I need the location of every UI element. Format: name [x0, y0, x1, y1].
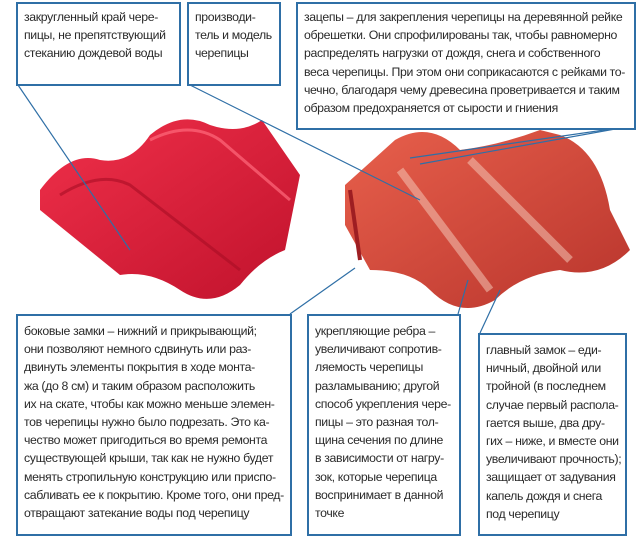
callout-line: существующей крыши, так как не нужно буд… — [24, 451, 274, 466]
callout-line: пицы, не препятствующий — [24, 28, 166, 43]
callout-line: гих – ниже, и вместе они — [486, 434, 619, 449]
callout-line: стеканию дождевой воды — [24, 46, 163, 61]
callout-line: разламыванию; другой — [315, 378, 440, 393]
callout-line: сабливать ее к покрытию. Кроме того, они… — [24, 487, 284, 502]
callout-line: двинуть элементы покрытия в ходе монта- — [24, 360, 255, 375]
callout-line: веса черепицы. При этом они соприкасаютс… — [304, 64, 626, 79]
callout-line: их на скате, чтобы как можно меньше элем… — [24, 396, 275, 411]
callout-line: пицы – это разная тол- — [315, 415, 439, 430]
callout-line: жа (до 8 см) и таким образом расположить — [24, 378, 255, 393]
callout-line: воспринимает в данной — [315, 487, 444, 502]
callout-line: капель дождя и снега — [486, 488, 603, 503]
callout-line: образом предохраняется от сырости и гние… — [304, 101, 558, 116]
callout-line: увеличивают прочность); — [486, 452, 622, 467]
leader-lines — [17, 84, 633, 334]
callout-line: чечно, благодаря чему древесина проветри… — [304, 82, 620, 97]
callout-line: обрешетки. Они спрофилированы так, чтобы… — [304, 28, 618, 43]
callout-line: закругленный край чере- — [24, 10, 158, 24]
callout-line: точке — [315, 506, 345, 521]
callout-line: ляемость черепицы — [315, 360, 423, 375]
callout-line: менять стропильную конструкцию или присп… — [24, 469, 276, 484]
callout-line: зацепы – для закрепления черепицы на дер… — [304, 10, 623, 24]
callout-line: они позволяют немного сдвинуть или раз- — [24, 342, 251, 357]
callout-line: случае первый распола- — [486, 397, 619, 412]
callout-side-locks: боковые замки – нижний и прикрывающий; о… — [16, 314, 292, 536]
callout-line: отвращают затекание воды под черепицу — [24, 506, 250, 521]
callout-line: способ укрепления чере- — [315, 396, 451, 411]
callout-line: черепицы — [195, 46, 249, 61]
callout-hooks: зацепы – для закрепления черепицы на дер… — [296, 2, 636, 130]
callout-line: в зависимости от нагру- — [315, 451, 444, 466]
tile-top-view — [40, 119, 300, 299]
callout-line: увеличивают сопротив- — [315, 342, 442, 357]
tile-bottom-view — [345, 130, 630, 308]
callout-line: чество может пригодиться во время ремонт… — [24, 433, 268, 448]
callout-line: тов черепицы нужно было подрезать. Это к… — [24, 415, 270, 430]
callout-line: производи- — [195, 10, 256, 24]
callout-line: тель и модель — [195, 28, 272, 43]
callout-line: защищает от задувания — [486, 470, 616, 485]
callout-rounded-edge: закругленный край чере- пицы, не препятс… — [16, 2, 181, 86]
callout-line: ничный, двойной или — [486, 361, 601, 376]
callout-main-lock: главный замок – еди- ничный, двойной или… — [478, 333, 627, 536]
callout-line: укрепляющие ребра – — [315, 324, 436, 338]
callout-line: зок, которые черепица — [315, 469, 437, 484]
callout-line: тройной (в последнем — [486, 379, 606, 394]
callout-line: под черепицу — [486, 506, 560, 521]
callout-line: боковые замки – нижний и прикрывающий; — [24, 324, 257, 338]
callout-line: распределять нагрузки от дождя, снега и … — [304, 46, 601, 61]
callout-ribs: укрепляющие ребра – увеличивают сопротив… — [307, 314, 461, 536]
callout-line: главный замок – еди- — [486, 343, 602, 357]
callout-line: щина сечения по длине — [315, 433, 444, 448]
callout-line: гается выше, два дру- — [486, 415, 605, 430]
callout-manufacturer: производи- тель и модель черепицы — [187, 2, 281, 86]
